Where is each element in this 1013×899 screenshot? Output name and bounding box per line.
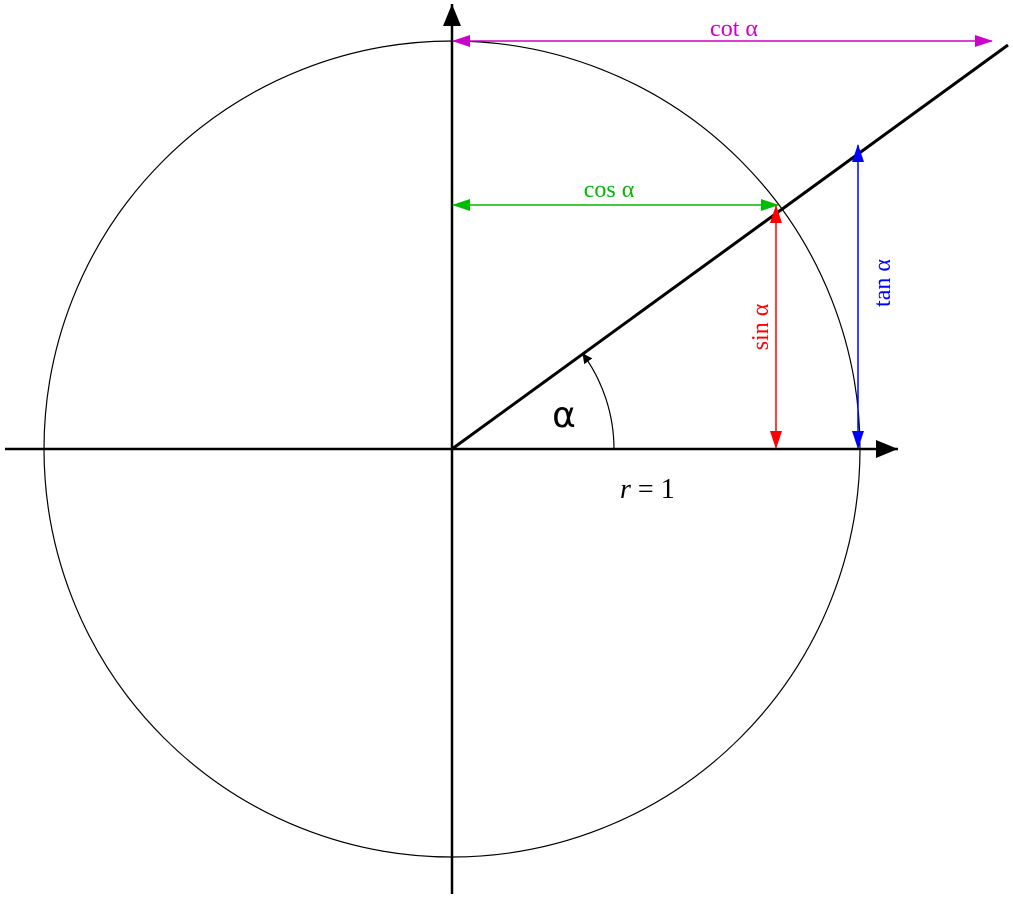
- cos-label: cos α: [584, 177, 635, 203]
- angle-arc: [582, 353, 615, 450]
- radius-variable: r: [620, 474, 631, 505]
- radius-label: r = 1: [620, 474, 675, 505]
- cot-label: cot α: [710, 16, 758, 42]
- tan-label: tan α: [870, 259, 896, 307]
- sin-label: sin α: [748, 303, 774, 350]
- angle-ray: [451, 43, 1009, 451]
- alpha-label: α: [552, 395, 576, 436]
- radius-equals-one: = 1: [631, 474, 675, 505]
